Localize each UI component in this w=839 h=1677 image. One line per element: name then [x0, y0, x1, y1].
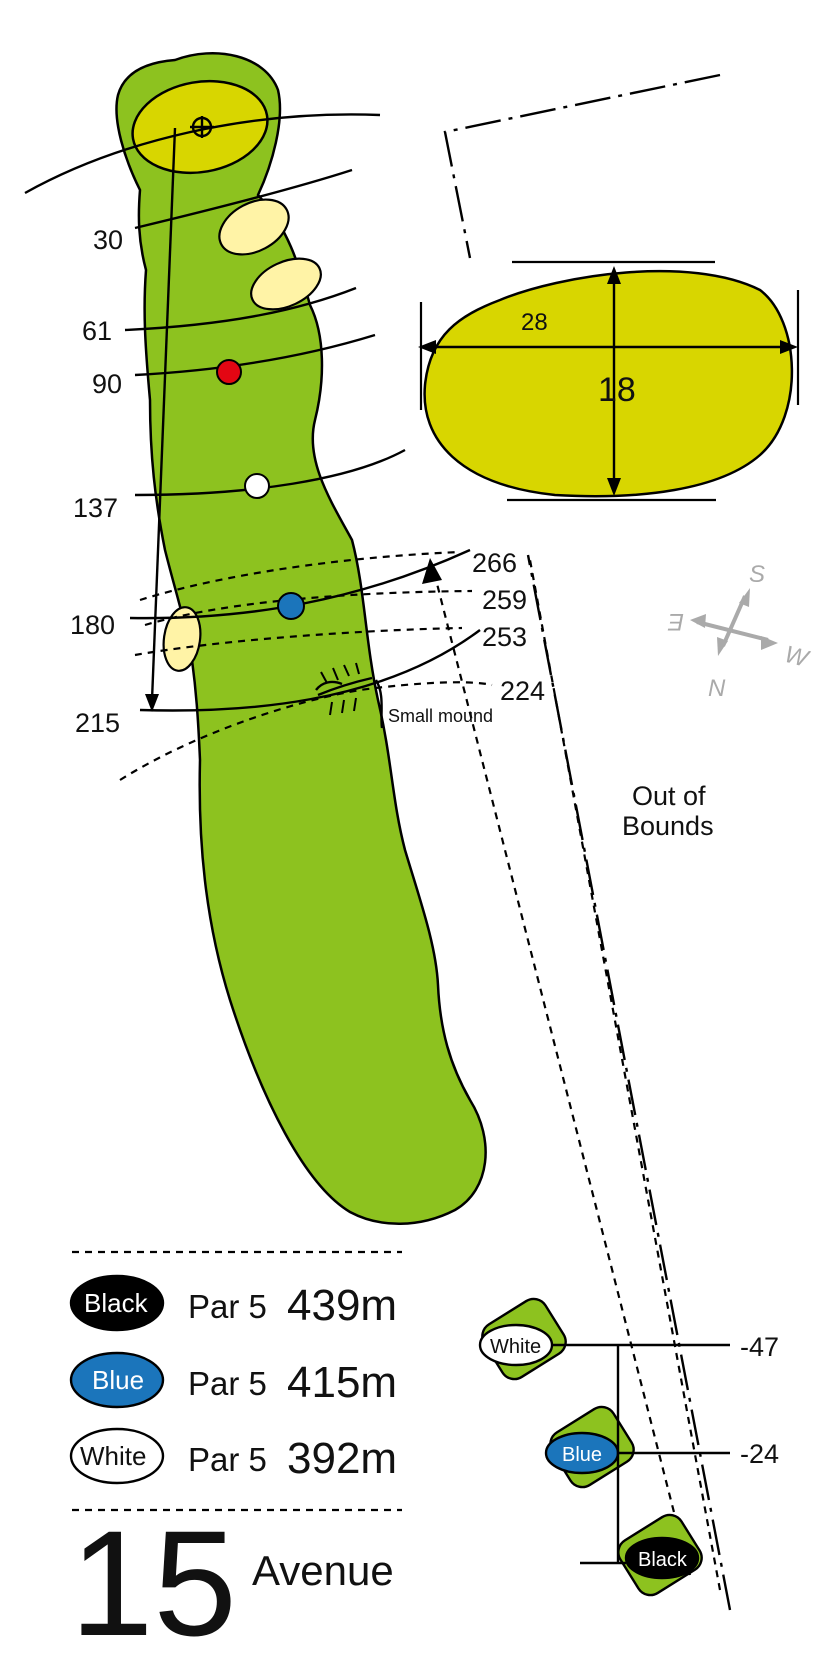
carry-arc [119, 681, 493, 781]
legend-par-label: Par 5 [188, 1441, 267, 1478]
compass-icon: S E W N [667, 561, 813, 702]
carry-224: 224 [500, 676, 545, 706]
yardage-arc [134, 448, 406, 497]
carry-arc [139, 550, 461, 602]
legend-distance: 392m [287, 1434, 397, 1483]
legend-row-blue: Blue Par 5 415m [69, 1351, 397, 1409]
legend-distance: 439m [287, 1281, 397, 1330]
legend-par-label: Par 5 [188, 1365, 267, 1402]
carry-253: 253 [482, 622, 527, 652]
mound-icon [315, 662, 384, 729]
pin-icon [190, 116, 214, 138]
yardage-arc [24, 113, 381, 195]
yardage-137: 137 [73, 493, 118, 523]
compass-west: W [782, 641, 813, 674]
yardage-arc [124, 286, 357, 332]
tee-box-white: White [478, 1297, 567, 1381]
hole-number: 15 [70, 1499, 237, 1667]
tee-offset-24: -24 [740, 1439, 779, 1469]
yardage-215: 215 [75, 708, 120, 738]
marker-blue [277, 592, 305, 620]
yardage-180: 180 [70, 610, 115, 640]
mound-label: Small mound [388, 706, 493, 726]
out-of-bounds-line [526, 554, 732, 1611]
yardage-90: 90 [92, 369, 122, 399]
carry-266: 266 [472, 548, 517, 578]
legend-tee-label: Black [84, 1288, 149, 1318]
legend-row-white: White Par 5 392m [69, 1427, 397, 1485]
out-of-bounds-line [443, 73, 721, 259]
compass-south: S [749, 561, 765, 588]
marker-white [244, 473, 270, 499]
green-depth-label: 18 [598, 371, 636, 409]
tee-shot-line [528, 559, 722, 1591]
carry-arc [134, 626, 463, 657]
legend-tee-label: White [80, 1441, 146, 1471]
compass-north: N [708, 675, 726, 702]
out-of-bounds-line2: Bounds [622, 811, 714, 841]
tee-box-blue-label: Blue [562, 1444, 602, 1466]
legend-row-black: Black Par 5 439m [69, 1274, 397, 1332]
compass-east: E [667, 608, 684, 635]
yardage-30: 30 [93, 225, 123, 255]
yardage-arc [139, 629, 481, 712]
yardage-61: 61 [82, 316, 112, 346]
aim-arrowhead [145, 694, 159, 712]
legend-tee-label: Blue [92, 1365, 144, 1395]
tee-offset-47: -47 [740, 1332, 779, 1362]
bunker [250, 257, 322, 311]
tee-shot-line [431, 567, 692, 1576]
tee-box-black-label: Black [638, 1549, 688, 1571]
green-detail: 28 18 [418, 260, 800, 502]
marker-red [216, 359, 242, 385]
bunker [218, 198, 290, 256]
yardage-arc [134, 168, 353, 230]
tee-box-white-label: White [490, 1336, 541, 1358]
green-detail-shape [423, 269, 794, 498]
legend-distance: 415m [287, 1358, 397, 1407]
bunker [162, 606, 202, 672]
yardage-arc [134, 333, 376, 377]
green-width-label: 28 [521, 309, 548, 336]
out-of-bounds-line1: Out of [632, 781, 706, 811]
carry-259: 259 [482, 585, 527, 615]
legend-par-label: Par 5 [188, 1288, 267, 1325]
tee-box-black: Black [617, 1513, 703, 1597]
aim-line [150, 127, 177, 701]
tee-shot-arrowhead [422, 558, 442, 584]
hole-name: Avenue [252, 1547, 394, 1594]
tee-box-blue: Blue [544, 1405, 635, 1489]
